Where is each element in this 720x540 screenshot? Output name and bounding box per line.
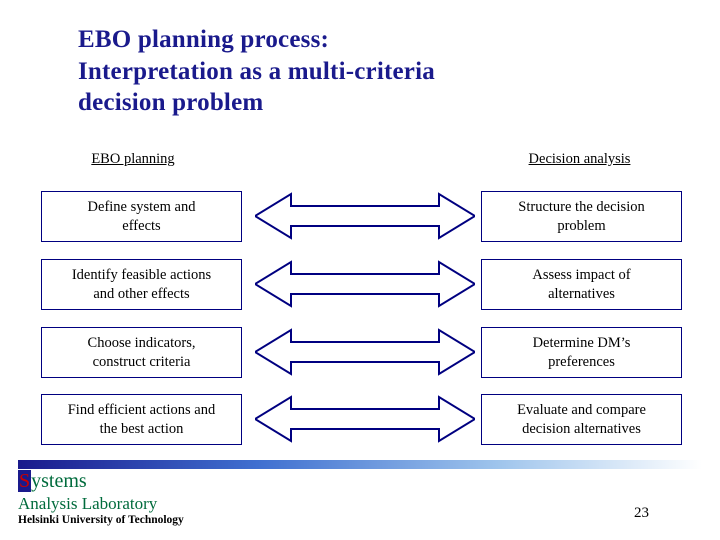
title-line-2: Interpretation as a multi-criteria [78, 57, 435, 85]
process-box-right-4-line1: Evaluate and compare [517, 402, 646, 419]
process-box-left-2-line2: and other effects [93, 285, 190, 302]
logo-analysis-laboratory: Analysis Laboratory [18, 494, 158, 513]
page-number: 23 [634, 505, 649, 521]
logo-initial: S [18, 470, 32, 492]
process-box-left-1-line2: effects [122, 217, 161, 234]
process-box-right-1-line2: problem [557, 217, 606, 234]
process-box-left-4-line1: Find efficient actions and [67, 402, 216, 419]
process-box-left-2: Identify feasible actions and other effe… [41, 259, 242, 310]
double-arrow-icon-3 [255, 328, 475, 376]
page-title: EBO planning process: Interpretation as … [78, 24, 678, 119]
process-box-left-3: Choose indicators, construct criteria [41, 327, 242, 378]
process-box-left-4: Find efficient actions and the best acti… [41, 394, 242, 445]
process-box-right-1: Structure the decision problem [481, 191, 682, 242]
process-box-left-1: Define system and effects [41, 191, 242, 242]
logo-systems: Systems [18, 470, 87, 493]
process-box-left-3-line2: construct criteria [92, 353, 191, 370]
process-box-left-2-line1: Identify feasible actions [71, 267, 212, 284]
column-heading-ebo-planning: EBO planning [91, 151, 175, 167]
process-box-right-4: Evaluate and compare decision alternativ… [481, 394, 682, 445]
column-heading-decision-analysis: Decision analysis [528, 151, 631, 167]
process-box-left-4-line2: the best action [99, 420, 184, 437]
process-box-right-2-line2: alternatives [548, 285, 615, 302]
process-box-right-1-line1: Structure the decision [518, 199, 645, 216]
process-box-right-3: Determine DM’s preferences [481, 327, 682, 378]
process-box-right-3-line1: Determine DM’s [532, 335, 631, 352]
process-box-right-4-line2: decision alternatives [522, 420, 641, 437]
process-box-right-2-line1: Assess impact of [532, 267, 631, 284]
process-box-left-1-line1: Define system and [87, 199, 196, 216]
logo-university: Helsinki University of Technology [18, 514, 184, 526]
logo-rest: ystems [31, 470, 87, 492]
process-box-left-3-line1: Choose indicators, [87, 335, 196, 352]
process-box-right-2: Assess impact of alternatives [481, 259, 682, 310]
double-arrow-icon-1 [255, 192, 475, 240]
process-box-right-3-line2: preferences [548, 353, 615, 370]
title-line-3: decision problem [78, 89, 264, 116]
footer-gradient-bar [18, 460, 702, 469]
connector-arrows [255, 192, 475, 443]
title-line-1: EBO planning process: [78, 26, 330, 53]
double-arrow-icon-4 [255, 395, 475, 443]
double-arrow-icon-2 [255, 260, 475, 308]
